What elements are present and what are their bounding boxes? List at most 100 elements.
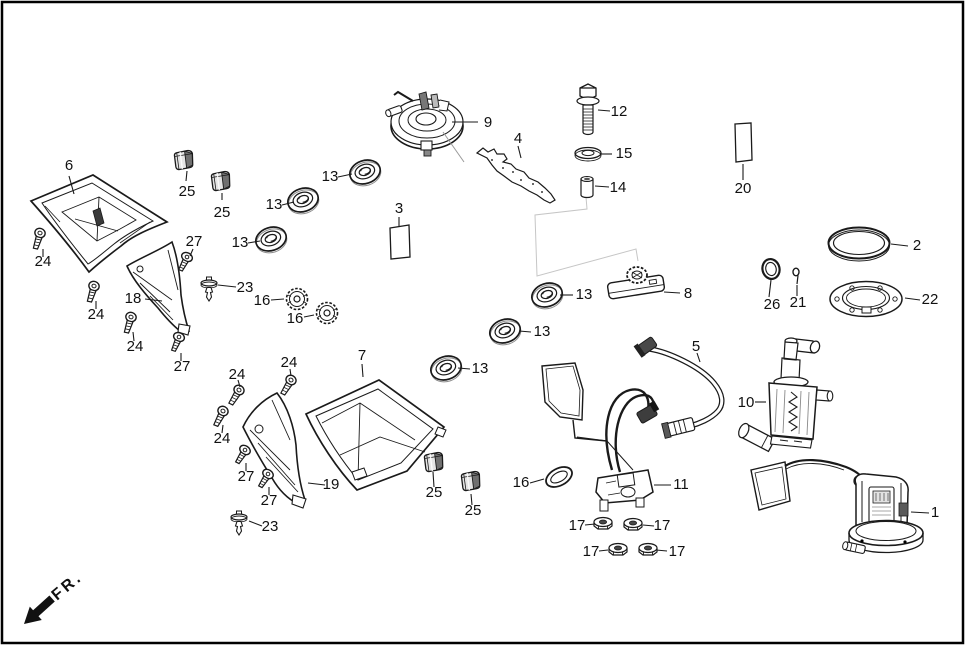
rivet-23 — [230, 510, 248, 536]
leader-lines — [42, 109, 930, 552]
callout-13: 13 — [266, 196, 283, 213]
callout-20: 20 — [735, 180, 752, 197]
part-19-side-cover-right — [242, 392, 307, 509]
part-2-seal-ring — [827, 226, 891, 262]
callout-4: 4 — [514, 130, 522, 147]
screw-27 — [231, 442, 253, 467]
callout-23: 23 — [237, 279, 254, 296]
part-5-fuel-hose — [633, 336, 725, 439]
front-direction-indicator: FR. — [24, 569, 86, 624]
part-11-fuel-sender — [541, 362, 660, 512]
callout-16: 16 — [513, 474, 530, 491]
part-7-tank-side-cover — [304, 379, 447, 491]
callout-22: 22 — [922, 291, 939, 308]
part-26-o-ring — [761, 257, 781, 281]
screw-24 — [120, 310, 139, 335]
callout-16: 16 — [287, 310, 304, 327]
callout-1: 1 — [931, 504, 939, 521]
callout-15: 15 — [616, 145, 633, 162]
callout-13: 13 — [232, 234, 249, 251]
part-18-side-cover-left — [125, 240, 191, 336]
callout-16: 16 — [254, 292, 271, 309]
callout-27: 27 — [174, 358, 191, 375]
callout-10: 10 — [738, 394, 755, 411]
callout-26: 26 — [764, 296, 781, 313]
callout-8: 8 — [684, 285, 692, 302]
callout-13: 13 — [576, 286, 593, 303]
screw-24 — [83, 279, 102, 304]
callout-21: 21 — [790, 294, 807, 311]
nut-17 — [593, 516, 613, 530]
part-21-clip-pin — [792, 267, 800, 285]
callout-27: 27 — [186, 233, 203, 250]
grommets-13 — [251, 155, 567, 387]
callout-labels: 6 25 25 13 13 13 27 3 9 4 12 15 14 20 2 … — [35, 103, 940, 560]
callout-24: 24 — [281, 354, 298, 371]
part-12-flange-bolt — [576, 83, 600, 136]
callout-7: 7 — [358, 347, 366, 364]
callout-25: 25 — [214, 204, 231, 221]
screw-24 — [29, 226, 48, 251]
part-1-fuel-pump-module — [750, 458, 924, 554]
rivet-23 — [200, 276, 218, 302]
callout-24: 24 — [127, 338, 144, 355]
clip-25 — [423, 451, 445, 473]
part-9-fuel-gauge-unit — [385, 90, 465, 163]
clip-25 — [460, 470, 482, 492]
screw-24 — [225, 382, 247, 408]
callout-13: 13 — [472, 360, 489, 377]
callout-13: 13 — [534, 323, 551, 340]
callout-19: 19 — [323, 476, 340, 493]
callout-12: 12 — [611, 103, 628, 120]
grommet-13 — [345, 155, 385, 191]
callout-25: 25 — [465, 502, 482, 519]
callout-17: 17 — [654, 517, 671, 534]
screw-24 — [209, 403, 231, 429]
part-3-label-plate — [389, 224, 411, 260]
grommet-13 — [527, 278, 567, 314]
ghost-mount-outline — [534, 196, 639, 277]
callout-17: 17 — [669, 543, 686, 560]
callout-24: 24 — [214, 430, 231, 447]
clip-25 — [210, 170, 232, 192]
nut-17 — [638, 542, 658, 556]
callout-27: 27 — [238, 468, 255, 485]
callout-25: 25 — [179, 183, 196, 200]
part-10-fuel-valve-assy — [738, 337, 834, 453]
callout-2: 2 — [913, 237, 921, 254]
part-6-tank-top-cover — [29, 174, 169, 274]
callout-11: 11 — [673, 476, 689, 493]
part-16-oring-gasket — [545, 466, 573, 488]
callout-17: 17 — [569, 517, 586, 534]
nut-17 — [623, 517, 643, 531]
callout-27: 27 — [261, 492, 278, 509]
part-20-tape — [734, 122, 753, 163]
callout-18: 18 — [125, 290, 142, 307]
nuts-17 — [593, 516, 658, 556]
callout-23: 23 — [262, 518, 279, 535]
callout-17: 17 — [583, 543, 600, 560]
bushing-16 — [285, 287, 309, 311]
callout-14: 14 — [610, 179, 627, 196]
callout-3: 3 — [395, 200, 403, 217]
callout-24: 24 — [229, 366, 246, 383]
callout-9: 9 — [484, 114, 492, 131]
grommet-13 — [485, 314, 525, 350]
screw-27 — [167, 330, 187, 354]
callout-24: 24 — [88, 306, 105, 323]
part-8-bracket — [606, 266, 666, 300]
part-15-washer — [574, 146, 602, 162]
callout-6: 6 — [65, 157, 73, 174]
grommet-13 — [426, 351, 466, 387]
part-22-pump-flange-plate — [829, 280, 903, 318]
callout-25: 25 — [426, 484, 443, 501]
grommet-13 — [251, 222, 291, 258]
grommet-13 — [283, 183, 323, 219]
callout-5: 5 — [692, 338, 700, 355]
bushing-16 — [315, 301, 339, 325]
callout-13: 13 — [322, 168, 339, 185]
nut-17 — [608, 542, 628, 556]
